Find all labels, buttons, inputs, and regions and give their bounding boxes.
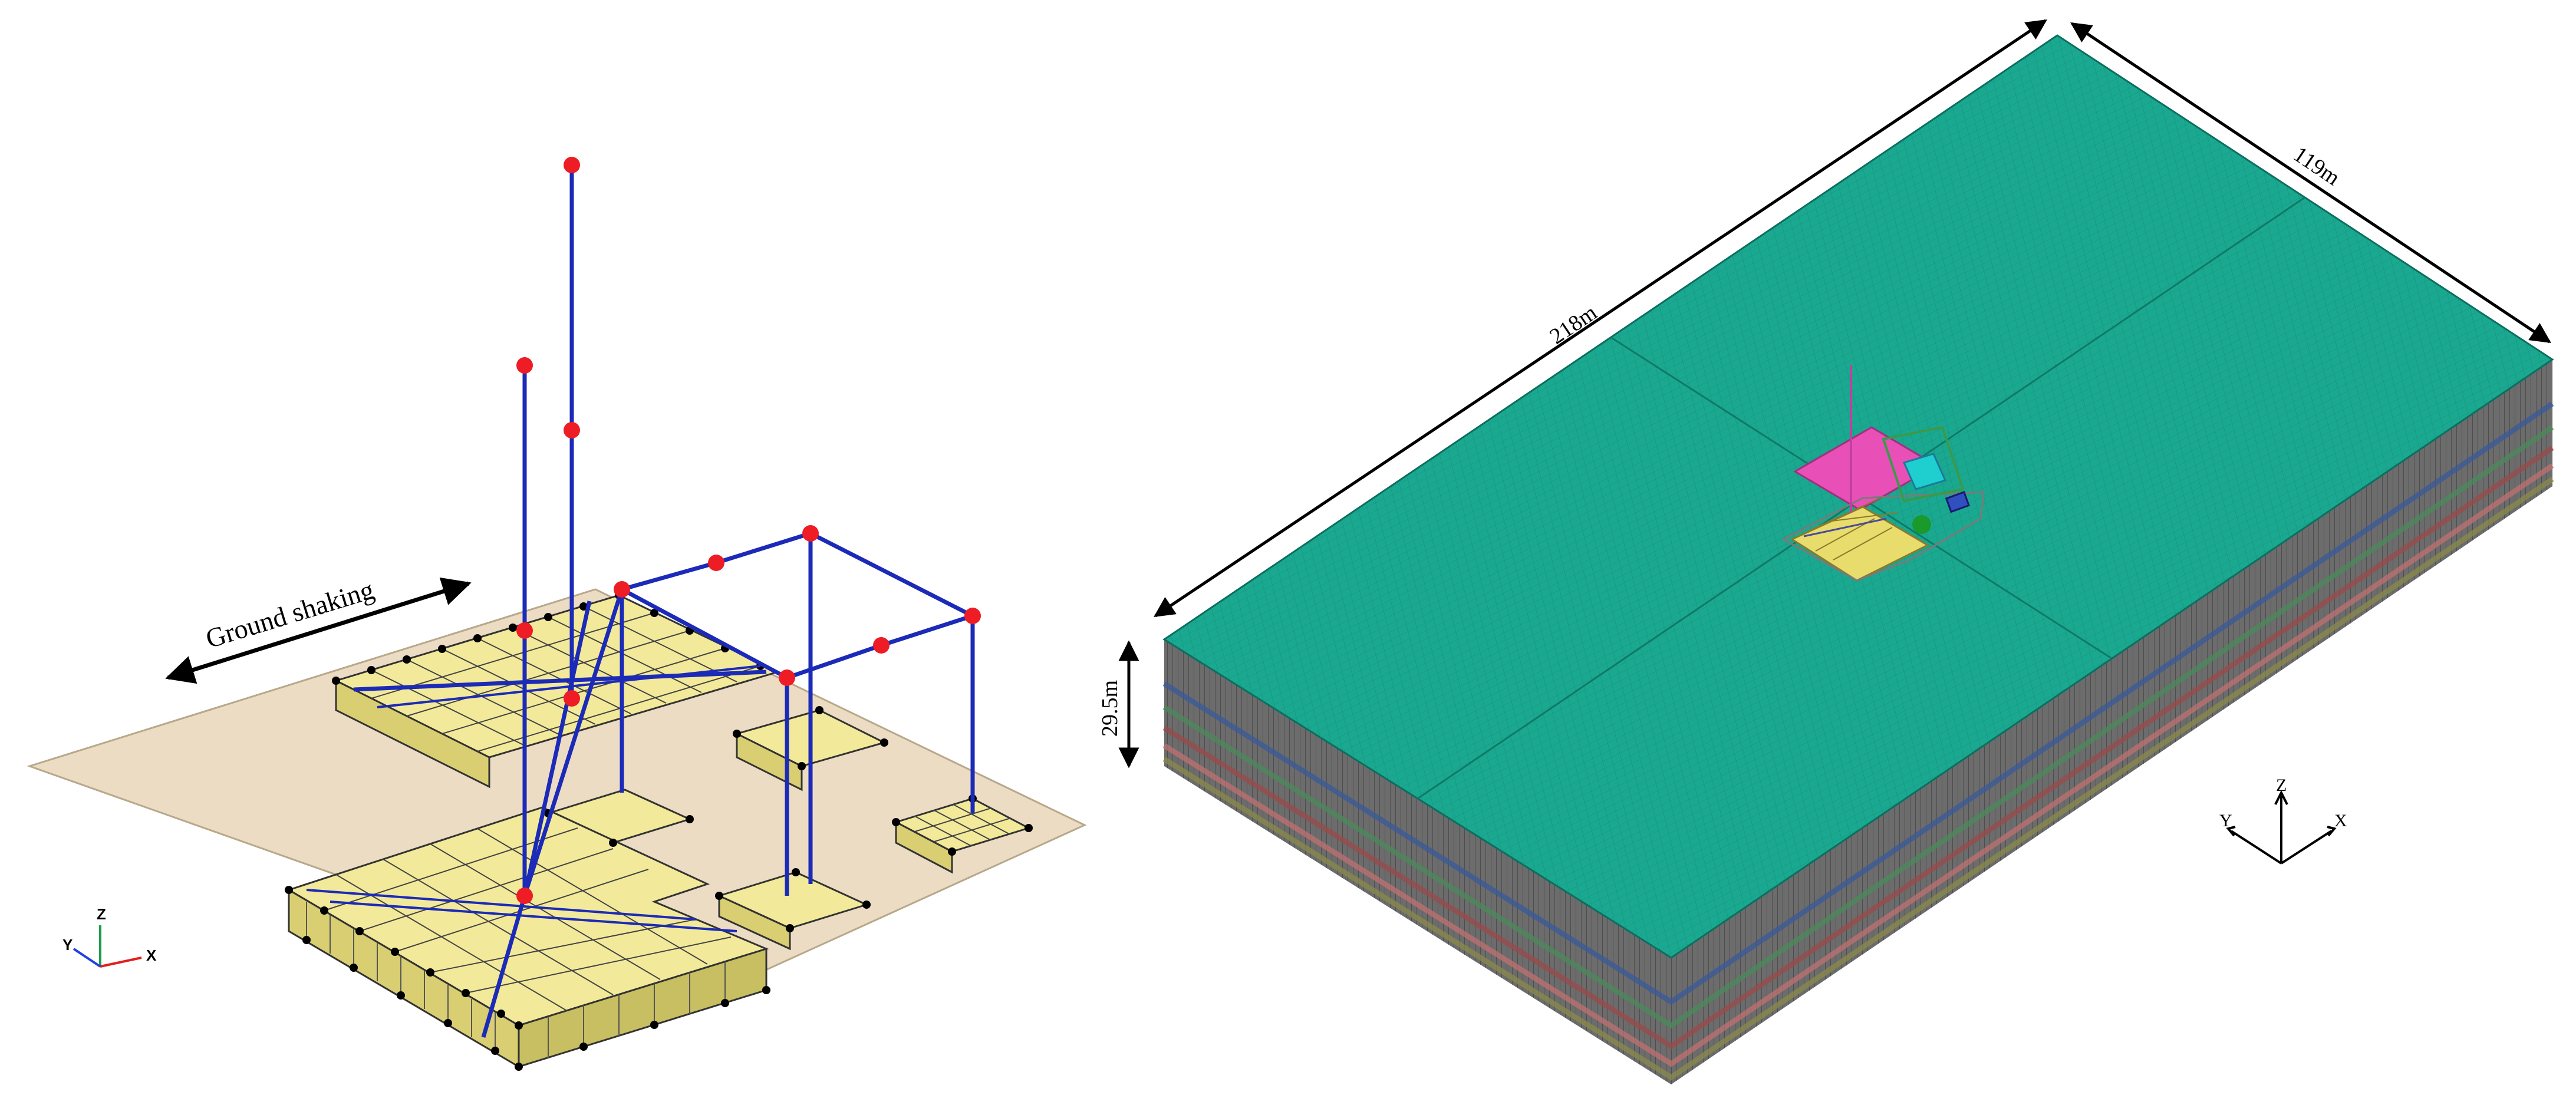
axis-x-label: X — [146, 946, 157, 964]
soil-strata — [1162, 401, 2554, 1081]
axis-y-label-right: Y — [2219, 811, 2232, 830]
axes-triad-right — [2226, 790, 2337, 865]
foundation-block-right — [894, 797, 1031, 874]
width-label: 119m — [2289, 142, 2344, 190]
length-label: 218m — [1546, 300, 1602, 349]
ground-shaking-label: Ground shaking — [202, 575, 377, 654]
dimension-depth: 29.5m — [1098, 640, 1139, 769]
axis-z-label-right: Z — [2276, 776, 2287, 795]
axis-x-label-right: X — [2334, 811, 2347, 830]
ground-shaking-arrow — [165, 577, 472, 684]
frame-nodes — [516, 157, 981, 904]
depth-label: 29.5m — [1098, 680, 1122, 737]
soil-domain-panel: 218m 119m 29.5m Z Y X — [1098, 19, 2554, 1084]
structural-frame — [306, 165, 979, 1038]
axes-triad-left: Z Y X — [62, 905, 157, 968]
axis-z-label: Z — [97, 905, 106, 923]
structure-model-panel: Ground shaking Z Y X — [27, 157, 1087, 1071]
axis-y-label: Y — [62, 936, 73, 954]
